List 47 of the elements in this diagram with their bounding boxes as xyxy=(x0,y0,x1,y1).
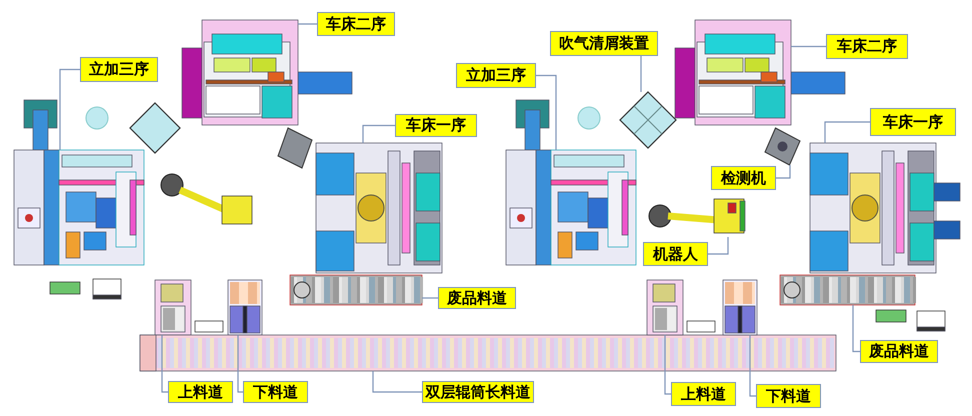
callout-box: 上料道 xyxy=(671,382,736,406)
leader-line xyxy=(422,297,438,299)
roller-conveyor-drawing xyxy=(140,335,836,371)
callout-box: 立加三序 xyxy=(456,63,536,88)
callout-box: 机器人 xyxy=(643,242,708,266)
leader-line xyxy=(749,335,756,397)
machining-center-drawing xyxy=(14,150,144,265)
leader-line xyxy=(776,165,791,179)
callout-box: 下料道 xyxy=(243,381,308,403)
leader-line xyxy=(824,121,870,143)
callout-box: 废品料道 xyxy=(438,287,516,309)
callout-box: 废品料道 xyxy=(860,340,938,363)
leader-line xyxy=(161,335,168,393)
callout-box: 吹气清屑装置 xyxy=(550,31,658,56)
leader-line xyxy=(298,23,317,25)
leader-line xyxy=(852,305,860,352)
leader-line xyxy=(664,335,671,395)
leader-line xyxy=(640,56,642,92)
callout-box: 上料道 xyxy=(168,381,233,403)
air-blow-unit-drawing xyxy=(620,92,676,148)
machining-center-drawing xyxy=(506,150,636,265)
loader-drawing xyxy=(647,280,683,335)
leader-line xyxy=(59,68,80,150)
callout-box: 车床一序 xyxy=(870,108,956,136)
loader-drawing xyxy=(155,280,191,335)
leader-line xyxy=(362,124,395,143)
callout-box: 立加三序 xyxy=(80,57,158,82)
leader-line xyxy=(708,237,729,255)
leader-line xyxy=(372,371,422,393)
unloader-drawing xyxy=(723,280,757,335)
callout-box: 车床二序 xyxy=(826,34,908,59)
lathe-drawing xyxy=(810,143,960,273)
lathe-drawing xyxy=(675,20,791,125)
scrap-conveyor-drawing xyxy=(290,275,422,305)
callout-box: 下料道 xyxy=(756,384,821,408)
scrap-conveyor-drawing xyxy=(780,275,915,305)
callout-box: 检测机 xyxy=(711,166,776,190)
inspection-machine-drawing xyxy=(765,128,800,165)
leader-line xyxy=(237,335,243,393)
leader-line xyxy=(791,46,826,48)
callout-box: 车床二序 xyxy=(317,12,395,36)
callout-box: 双层辊筒长料道 xyxy=(422,381,534,403)
leader-line xyxy=(536,74,557,150)
unloader-drawing xyxy=(228,280,262,335)
lathe-drawing xyxy=(182,20,298,125)
lathe-drawing xyxy=(316,143,442,273)
callout-box: 车床一序 xyxy=(395,114,477,137)
